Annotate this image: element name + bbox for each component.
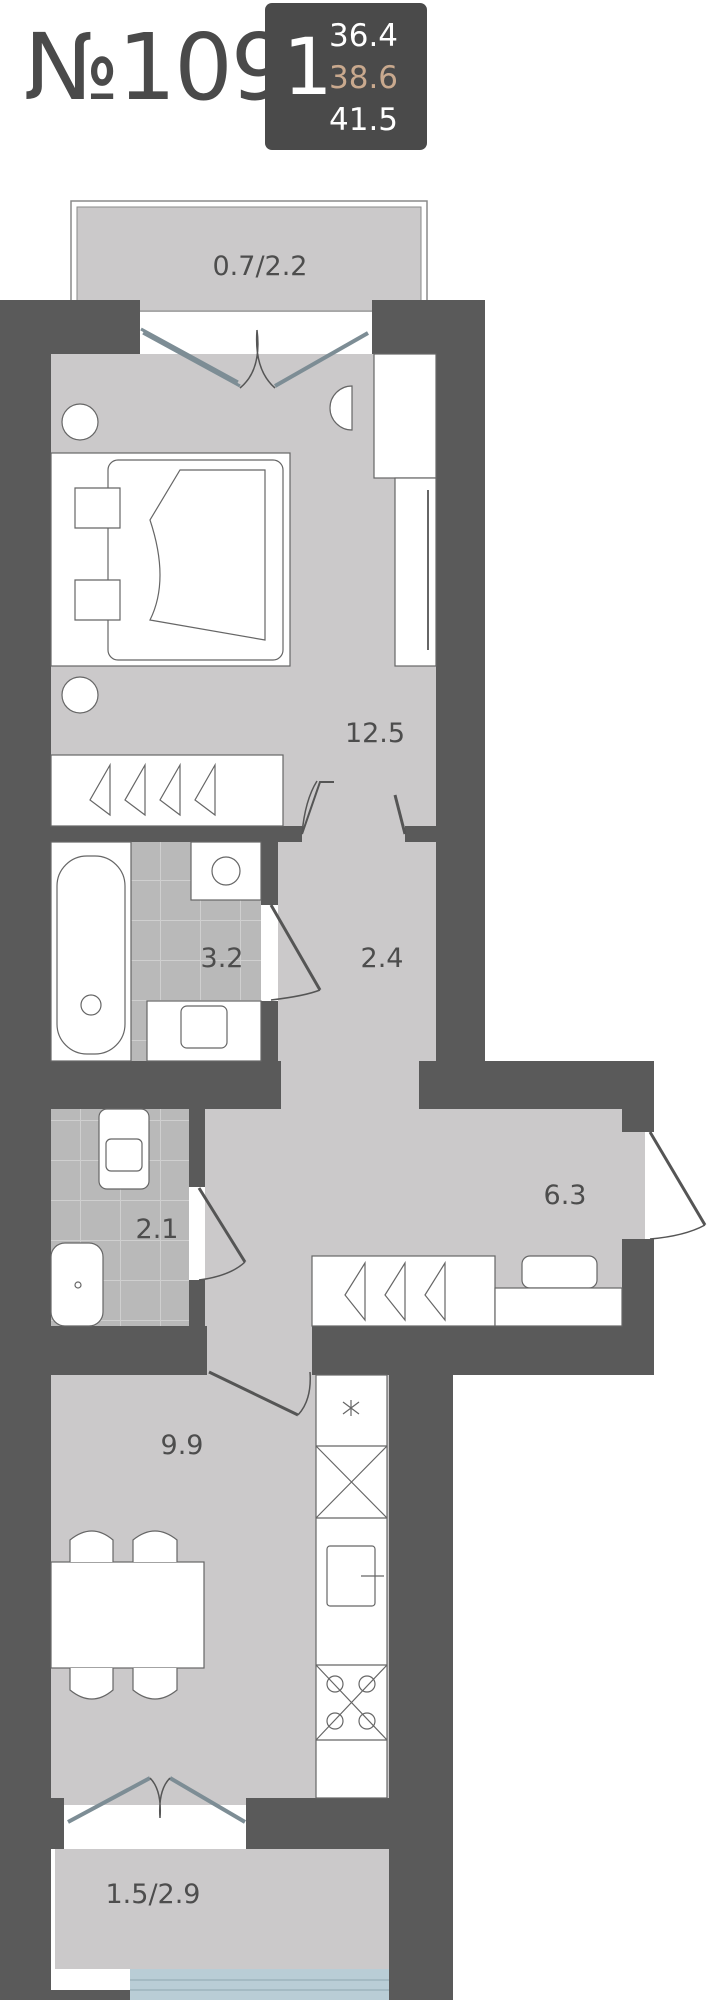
bedroom-area: 12.5 bbox=[345, 718, 405, 749]
area-list: 36.4 38.6 41.5 bbox=[329, 15, 398, 141]
washing-machine bbox=[190, 841, 262, 901]
hall-area: 6.3 bbox=[544, 1180, 587, 1211]
total-area: 38.6 bbox=[329, 60, 399, 96]
balcony-glazing bbox=[130, 1969, 398, 2000]
kitchen-area: 9.9 bbox=[161, 1430, 204, 1461]
tv-stand bbox=[394, 477, 437, 667]
stove-icon bbox=[315, 1664, 388, 1741]
chair bbox=[329, 385, 353, 431]
total-area-with-balcony: 41.5 bbox=[329, 102, 399, 138]
rooms-count: 1 bbox=[283, 23, 333, 113]
chairs bbox=[69, 1530, 178, 1562]
nightstand bbox=[61, 403, 99, 441]
kitchen-furniture bbox=[50, 1374, 388, 1799]
sink bbox=[50, 1242, 104, 1327]
wardrobe bbox=[50, 754, 284, 827]
corridor-area: 2.4 bbox=[361, 943, 404, 974]
nightstand bbox=[61, 676, 99, 714]
bathroom-fixtures bbox=[50, 841, 262, 1327]
bedroom-furniture bbox=[50, 353, 437, 827]
balcony-bottom-area: 1.5/2.9 bbox=[106, 1879, 201, 1910]
balcony-bottom bbox=[55, 1849, 398, 1969]
dishwasher-icon bbox=[315, 1445, 388, 1519]
hall-furniture bbox=[311, 1255, 623, 1327]
walls bbox=[0, 300, 654, 2000]
apartment-number: №109 bbox=[24, 14, 289, 121]
bathroom-area: 3.2 bbox=[201, 943, 244, 974]
wardrobe bbox=[373, 353, 437, 479]
living-area: 36.4 bbox=[329, 18, 399, 54]
doors bbox=[67, 327, 707, 1824]
balcony-top bbox=[70, 200, 428, 312]
bench bbox=[521, 1255, 598, 1289]
balcony-top-area: 0.7/2.2 bbox=[213, 251, 308, 282]
chairs bbox=[69, 1668, 178, 1700]
fridge-icon bbox=[342, 1400, 360, 1416]
toilet-area: 2.1 bbox=[136, 1214, 179, 1245]
dining-table bbox=[50, 1561, 205, 1669]
apartment-info-badge: 1 36.4 38.6 41.5 bbox=[265, 3, 427, 150]
shoe-shelf bbox=[494, 1287, 623, 1327]
